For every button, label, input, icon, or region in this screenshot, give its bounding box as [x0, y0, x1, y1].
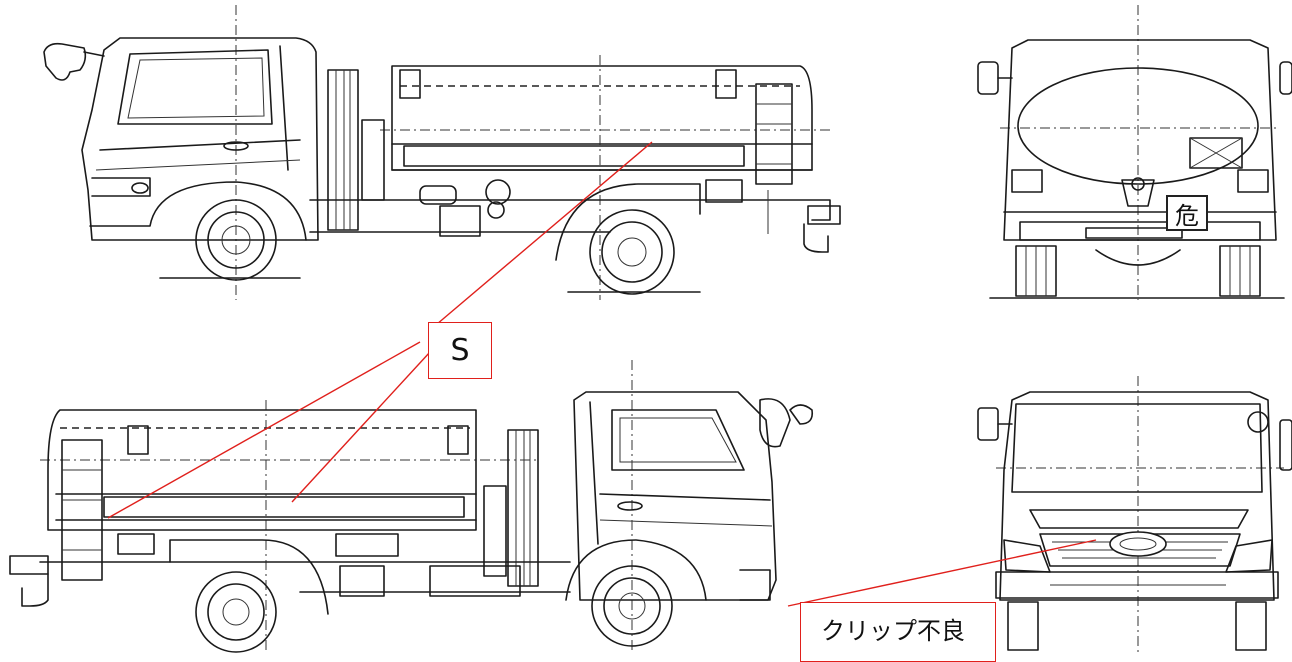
- s-leader-bottom-b: [291, 351, 431, 503]
- callout-clip-label: クリップ不良: [821, 617, 965, 645]
- callout-s: S: [428, 322, 492, 379]
- callout-leader-lines: [107, 141, 1097, 607]
- callout-clip-defect: クリップ不良: [800, 602, 996, 662]
- clip-leader: [787, 539, 1097, 607]
- s-leader-top: [429, 141, 653, 331]
- side-view-left-facing: [43, 5, 841, 300]
- front-view: [977, 376, 1292, 654]
- hazard-plate-text: 危: [1175, 201, 1199, 230]
- hazard-plate: 危: [1166, 195, 1208, 231]
- callout-s-label: S: [450, 333, 470, 368]
- side-view-right-facing: [9, 360, 814, 654]
- s-leader-bottom-a: [107, 341, 421, 519]
- rear-view: [977, 5, 1292, 300]
